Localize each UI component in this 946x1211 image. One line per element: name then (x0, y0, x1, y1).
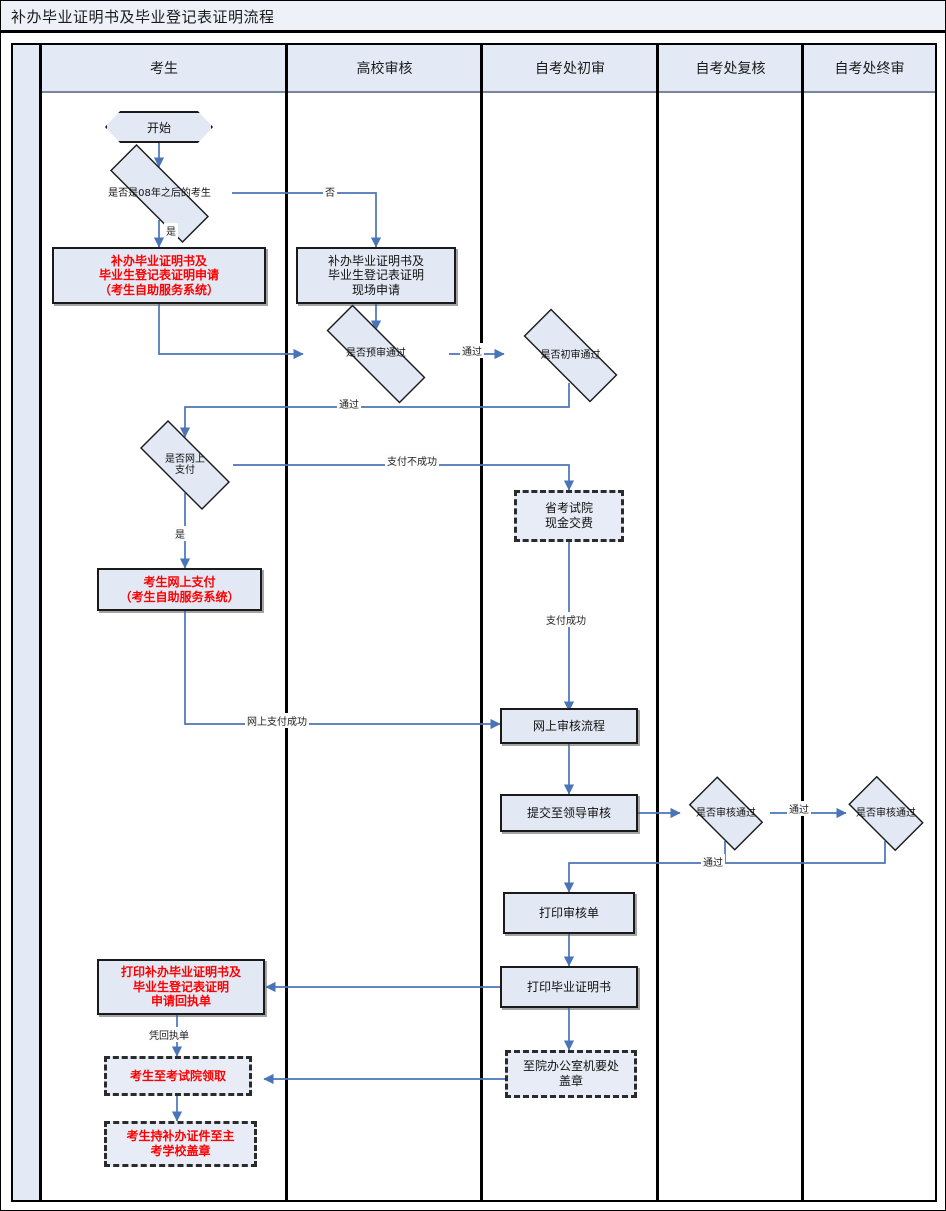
node-print-cert-label: 打印毕业证明书 (526, 979, 611, 994)
node-apply-online-label: 补办毕业证明书及 毕业生登记表证明申请 （考生自助服务系统） (98, 253, 219, 297)
node-apply-onsite[interactable]: 补办毕业证明书及 毕业生登记表证明 现场申请 (296, 247, 456, 304)
node-cash-pay-label: 省考试院 现金交费 (544, 501, 593, 530)
edge-label-pay-ok: 支付成功 (544, 612, 588, 627)
edge-label-pass-4: 通过 (701, 854, 725, 869)
lane-header-kaosheng: 考生 (42, 45, 286, 93)
edge-label-yes: 是 (164, 223, 178, 238)
lane-divider-4 (801, 45, 804, 1200)
node-decision-pay[interactable]: 是否网上 支付 (123, 420, 247, 510)
edge-label-yes-pay: 是 (173, 526, 187, 541)
node-decision-preshen[interactable]: 是否预审通过 (303, 304, 449, 404)
lane-header-gaoxiao: 高校审核 (288, 45, 481, 93)
node-decision-zhongshen[interactable]: 是否审核通过 (839, 775, 933, 852)
node-print-sheet-label: 打印审核单 (538, 905, 599, 920)
title-bar: 补办毕业证明书及毕业登记表证明流程 (1, 1, 945, 33)
page-title: 补办毕业证明书及毕业登记表证明流程 (11, 8, 275, 26)
lane-divider-1 (285, 45, 288, 1200)
lane-divider-0 (39, 45, 42, 1200)
node-pickup[interactable]: 考生至考试院领取 (104, 1056, 252, 1096)
node-decision-chushen[interactable]: 是否初审通过 (504, 308, 637, 403)
node-print-receipt-label: 打印补办毕业证明书及 毕业生登记表证明 申请回执单 (120, 965, 241, 1009)
edge-label-pass-1: 通过 (460, 343, 484, 358)
edge-label-pass-2: 通过 (337, 396, 361, 411)
node-online-pay[interactable]: 考生网上支付 （考生自助服务系统） (97, 568, 262, 611)
lane-divider-2 (480, 45, 483, 1200)
node-online-review[interactable]: 网上审核流程 (500, 708, 638, 744)
lane-header-zhongshen: 自考处终审 (804, 45, 935, 93)
node-school-seal[interactable]: 考生持补办证件至主 考学校盖章 (104, 1121, 257, 1167)
edge-label-no: 否 (323, 184, 337, 199)
edge-label-pass-3: 通过 (787, 801, 811, 816)
edge-label-pay-fail: 支付不成功 (385, 453, 439, 468)
node-online-review-label: 网上审核流程 (532, 718, 605, 733)
node-start-label: 开始 (146, 120, 171, 135)
node-apply-onsite-label: 补办毕业证明书及 毕业生登记表证明 现场申请 (327, 253, 424, 297)
node-decision-chushen-label: 是否初审通过 (540, 349, 601, 361)
node-decision-fuhe-label: 是否审核通过 (696, 807, 756, 819)
node-decision-year[interactable]: 是否是08年之后的考生 (87, 144, 232, 243)
node-seal-office[interactable]: 至院办公室机要处 盖章 (505, 1050, 637, 1098)
node-print-sheet[interactable]: 打印审核单 (503, 892, 635, 934)
node-print-receipt[interactable]: 打印补办毕业证明书及 毕业生登记表证明 申请回执单 (97, 959, 265, 1015)
node-submit-leader[interactable]: 提交至领导审核 (500, 794, 638, 832)
node-online-pay-label: 考生网上支付 （考生自助服务系统） (119, 574, 240, 604)
node-decision-year-label: 是否是08年之后的考生 (108, 187, 211, 199)
node-pickup-label: 考生至考试院领取 (129, 1068, 226, 1083)
edge-label-online-pay-ok: 网上支付成功 (245, 713, 309, 728)
node-decision-preshen-label: 是否预审通过 (346, 348, 406, 360)
lane-header-chushen: 自考处初审 (483, 45, 657, 93)
lane-divider-3 (656, 45, 659, 1200)
node-apply-online[interactable]: 补办毕业证明书及 毕业生登记表证明申请 （考生自助服务系统） (52, 247, 266, 304)
node-cash-pay[interactable]: 省考试院 现金交费 (514, 490, 624, 542)
node-start[interactable]: 开始 (105, 111, 213, 143)
node-submit-leader-label: 提交至领导审核 (526, 805, 611, 820)
edge-label-with-receipt: 凭回执单 (147, 1027, 191, 1042)
node-print-cert[interactable]: 打印毕业证明书 (500, 966, 638, 1008)
node-decision-fuhe[interactable]: 是否审核通过 (680, 776, 772, 851)
node-decision-pay-label: 是否网上 支付 (165, 453, 205, 477)
node-decision-zhongshen-label: 是否审核通过 (856, 807, 916, 819)
node-school-seal-label: 考生持补办证件至主 考学校盖章 (126, 1129, 235, 1158)
lane-header-fuhe: 自考处复核 (659, 45, 802, 93)
lane-gutter (13, 45, 42, 1200)
node-seal-office-label: 至院办公室机要处 盖章 (522, 1059, 619, 1088)
